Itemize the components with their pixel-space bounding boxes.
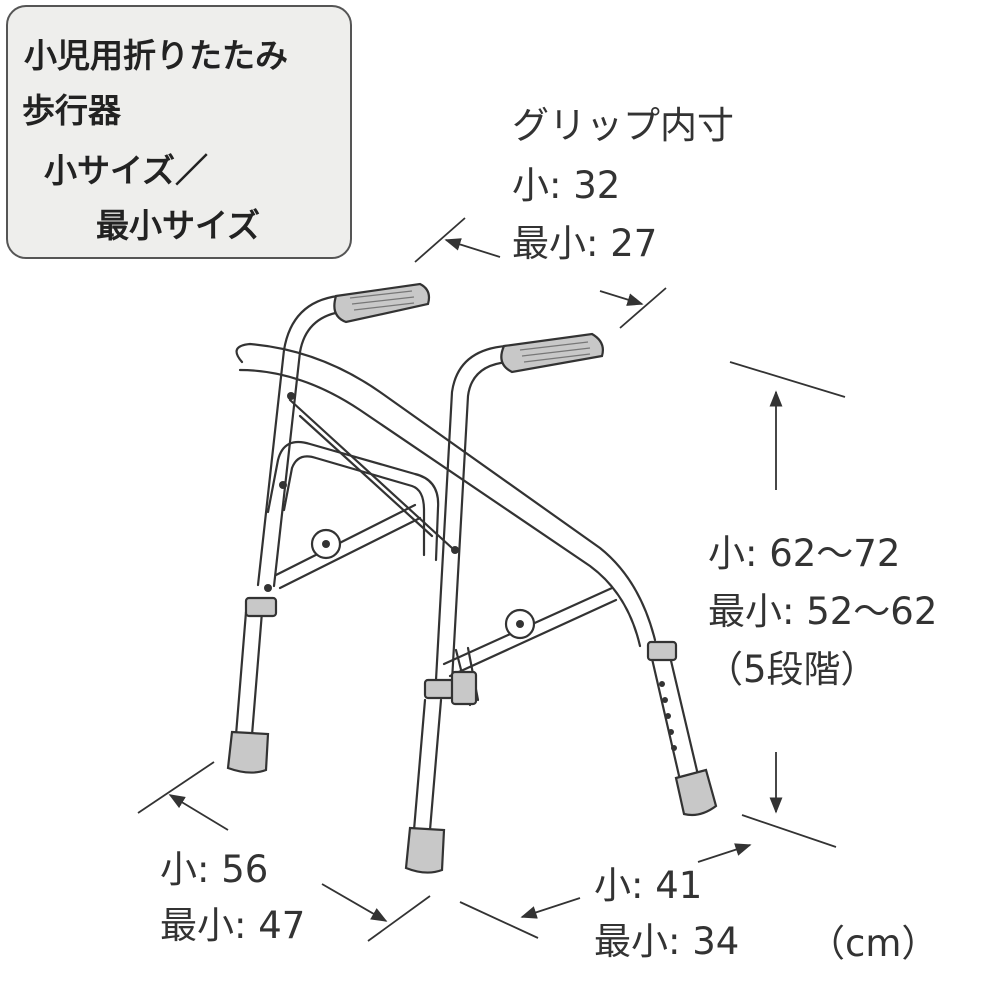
tip-back-left [226,730,270,774]
cross-brace-left [274,503,422,590]
front-left-lower-tube [412,698,443,832]
height-smallest: 最小: 52〜62 [708,590,938,633]
adjust-hole-5 [671,745,677,751]
width-arrow-left [168,794,229,831]
height-ext-top [729,361,846,398]
title-line-2: 歩行器 [22,91,121,130]
width-ext-right [367,895,431,942]
tip-right [674,768,718,817]
width-arrow-right [321,883,388,922]
grip-arrow-right [599,290,644,306]
right-lower-tube [648,646,700,782]
adjust-hole-2 [662,697,668,703]
title-line-4: 最小サイズ [96,206,261,245]
tip-front-left [404,826,446,874]
grip-small: 小: 32 [512,164,621,207]
collar-front-left [423,678,455,700]
title-box: 小児用折りたたみ 歩行器 小サイズ／ 最小サイズ [6,5,352,259]
depth-arrow-left [520,897,581,919]
back-left-lower-tube [234,610,264,737]
height-small: 小: 62〜72 [708,532,901,575]
adjust-hole-3 [665,713,671,719]
front-left-upright [434,344,510,683]
grip-label: グリップ内寸 [512,104,734,147]
grip-arrow-left [444,238,501,258]
unit-label: （cm） [808,922,939,965]
depth-arrow-right [697,843,752,863]
depth-smallest: 最小: 34 [594,920,740,963]
bolt-3 [264,584,272,592]
inner-hoop [266,440,440,562]
diagonal-brace-1 [288,398,454,550]
hinge-right-center [516,620,524,628]
height-ext-bottom [741,814,837,848]
bolt-1 [287,392,295,400]
title-line-1: 小児用折りたたみ [24,36,288,75]
bolt-2 [279,481,287,489]
grip-smallest: 最小: 27 [512,222,658,265]
width-small: 小: 56 [160,848,269,891]
hinge-left-center [322,540,330,548]
left-grip [333,282,431,324]
bolt-4 [451,546,459,554]
adjust-hole-4 [668,729,674,735]
width-ext-left [137,761,215,814]
collar-back-left [244,596,278,618]
depth-small: 小: 41 [594,864,703,907]
right-grip-ridges [519,341,591,363]
adjust-hole-1 [659,681,665,687]
depth-ext-left [459,901,539,939]
height-steps-note: （5段階） [706,648,878,691]
grip-ext-line-left [414,217,466,263]
width-smallest: 最小: 47 [160,904,306,947]
foot-stop [450,670,478,706]
side-rail-arch [235,342,657,648]
title-line-3: 小サイズ／ [44,151,209,190]
collar-right [646,640,678,662]
left-grip-ridges [349,290,415,311]
grip-ext-line-right [619,287,667,329]
